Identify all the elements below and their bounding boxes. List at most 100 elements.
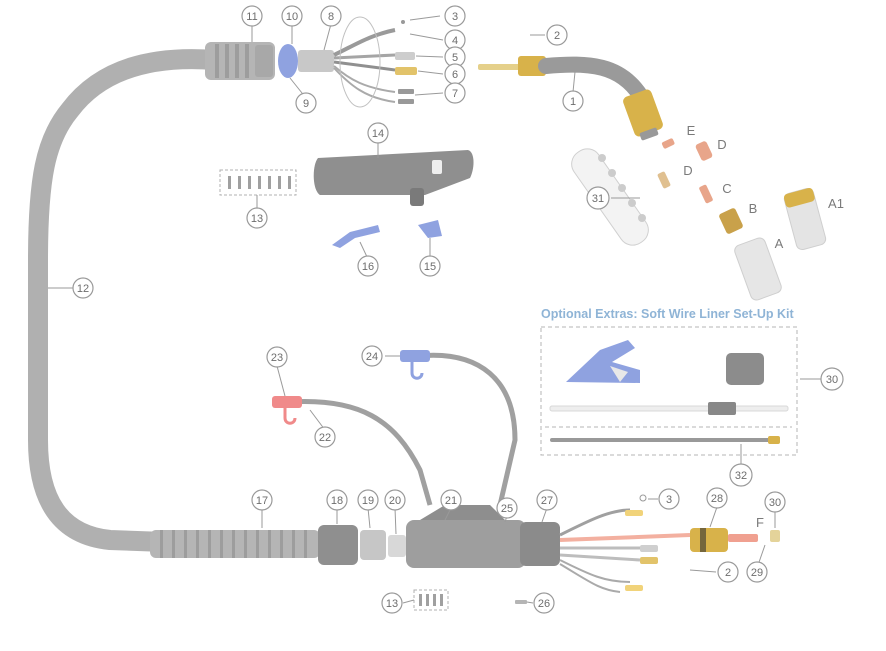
upper-cable-fan bbox=[333, 16, 417, 108]
callout-7: 7 bbox=[444, 82, 466, 104]
callout-27: 27 bbox=[536, 489, 558, 511]
callout-21: 21 bbox=[440, 489, 462, 511]
callout-31: 31 bbox=[586, 186, 610, 210]
callout-18: 18 bbox=[326, 489, 348, 511]
svg-text:11: 11 bbox=[246, 11, 257, 23]
svg-text:30: 30 bbox=[826, 374, 838, 386]
sleeve-8 bbox=[298, 50, 334, 72]
callout-2-lower: 2 bbox=[717, 561, 739, 583]
nut-18 bbox=[318, 525, 358, 565]
callout-16: 16 bbox=[357, 255, 379, 277]
liner-nozzle-block bbox=[726, 353, 764, 385]
callout-3-upper: 3 bbox=[444, 5, 466, 27]
callout-24: 24 bbox=[361, 345, 383, 367]
svg-text:3: 3 bbox=[452, 11, 458, 23]
svg-text:31: 31 bbox=[592, 193, 604, 205]
svg-text:10: 10 bbox=[286, 11, 298, 23]
svg-text:13: 13 bbox=[386, 598, 398, 610]
svg-text:8: 8 bbox=[328, 11, 334, 23]
svg-text:30: 30 bbox=[769, 497, 781, 509]
callout-8: 8 bbox=[320, 5, 342, 27]
svg-text:27: 27 bbox=[541, 495, 553, 507]
callout-13-lower: 13 bbox=[381, 592, 403, 614]
main-hose-cable bbox=[28, 49, 225, 552]
consumables bbox=[657, 138, 827, 301]
letter-D-upper: D bbox=[717, 137, 726, 152]
central-body-25 bbox=[406, 505, 560, 568]
letter-E: E bbox=[687, 123, 696, 138]
callout-29: 29 bbox=[746, 561, 768, 583]
callout-30-upper: 30 bbox=[820, 367, 844, 391]
callout-13-upper: 13 bbox=[246, 207, 268, 229]
steel-liner-32 bbox=[550, 438, 770, 442]
callout-2-upper: 2 bbox=[546, 24, 568, 46]
svg-text:5: 5 bbox=[452, 52, 458, 64]
ring-20 bbox=[388, 535, 406, 557]
liner-cutter-tool bbox=[566, 340, 640, 383]
svg-text:25: 25 bbox=[501, 503, 513, 515]
liner-tip bbox=[768, 436, 780, 444]
svg-text:3: 3 bbox=[666, 494, 672, 506]
callout-3-lower: 3 bbox=[658, 488, 680, 510]
svg-text:13: 13 bbox=[251, 213, 263, 225]
letter-A: A bbox=[775, 236, 784, 251]
svg-text:20: 20 bbox=[389, 495, 401, 507]
callout-22: 22 bbox=[314, 426, 336, 448]
svg-text:21: 21 bbox=[445, 495, 457, 507]
svg-text:15: 15 bbox=[424, 261, 436, 273]
trigger-16 bbox=[332, 225, 380, 248]
callout-15: 15 bbox=[419, 255, 441, 277]
callout-26: 26 bbox=[533, 592, 555, 614]
small-part-3-lower bbox=[639, 494, 647, 502]
callout-12: 12 bbox=[72, 277, 94, 299]
svg-text:29: 29 bbox=[751, 567, 763, 579]
callout-19: 19 bbox=[357, 489, 379, 511]
svg-text:19: 19 bbox=[362, 495, 374, 507]
hose-connector-upper bbox=[205, 42, 275, 80]
swan-neck bbox=[478, 56, 663, 141]
ring-19 bbox=[360, 530, 386, 560]
handle-14 bbox=[313, 150, 474, 206]
letter-C: C bbox=[722, 181, 731, 196]
callout-10: 10 bbox=[281, 5, 303, 27]
svg-text:23: 23 bbox=[271, 352, 283, 364]
leader-lines bbox=[48, 15, 822, 604]
callout-17: 17 bbox=[251, 489, 273, 511]
svg-text:32: 32 bbox=[735, 470, 747, 482]
optional-extras-title: Optional Extras: Soft Wire Liner Set-Up … bbox=[541, 307, 795, 321]
callout-1: 1 bbox=[562, 90, 584, 112]
brass-adapter-28 bbox=[690, 528, 780, 552]
screws-13-upper bbox=[219, 169, 297, 196]
callout-11: 11 bbox=[241, 5, 263, 27]
svg-text:18: 18 bbox=[331, 495, 343, 507]
svg-text:16: 16 bbox=[362, 261, 374, 273]
svg-text:12: 12 bbox=[77, 283, 89, 295]
screw-26 bbox=[515, 600, 527, 604]
callout-25: 25 bbox=[496, 497, 518, 519]
liner-spanner-31 bbox=[571, 148, 649, 246]
callout-30-lower: 30 bbox=[764, 491, 786, 513]
svg-text:2: 2 bbox=[554, 30, 560, 42]
soft-liner bbox=[549, 405, 789, 412]
output-cables bbox=[559, 508, 691, 593]
bend-restrictor-17 bbox=[150, 530, 320, 558]
callout-6: 6 bbox=[444, 63, 466, 85]
small-part-3-upper bbox=[401, 20, 405, 24]
svg-text:14: 14 bbox=[372, 128, 384, 140]
svg-text:17: 17 bbox=[256, 495, 268, 507]
blue-o-ring bbox=[278, 44, 298, 78]
callout-14: 14 bbox=[367, 122, 389, 144]
remote-cable-24 bbox=[400, 350, 518, 506]
svg-text:2: 2 bbox=[725, 567, 731, 579]
letter-D-lower: D bbox=[683, 163, 692, 178]
svg-text:26: 26 bbox=[538, 598, 550, 610]
callout-23: 23 bbox=[266, 346, 288, 368]
svg-text:22: 22 bbox=[319, 432, 331, 444]
screws-13-lower bbox=[413, 589, 449, 611]
svg-text:7: 7 bbox=[452, 88, 458, 100]
trigger-15 bbox=[418, 220, 442, 238]
liner-clamp bbox=[708, 402, 736, 415]
svg-text:4: 4 bbox=[452, 35, 458, 47]
optional-extras-box bbox=[540, 326, 798, 456]
